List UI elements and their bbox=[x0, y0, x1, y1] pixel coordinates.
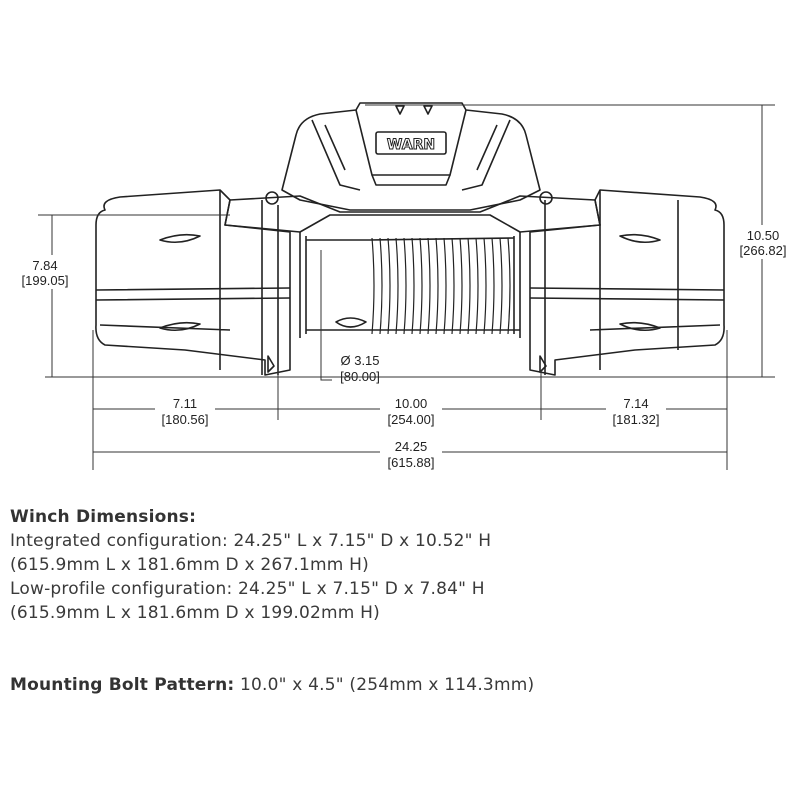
left-offset-in: 7.11 bbox=[173, 396, 197, 411]
winch-outline bbox=[95, 102, 725, 376]
left-offset-mm: [180.56] bbox=[162, 412, 209, 427]
winch-dimension-drawing: WARN 7.84 [199.05] 10.50 [266.82] Ø 3.15… bbox=[21, 102, 791, 470]
integrated-config-metric: (615.9mm L x 181.6mm D x 267.1mm H) bbox=[10, 555, 369, 575]
mounting-bolt-pattern: Mounting Bolt Pattern: 10.0" x 4.5" (254… bbox=[10, 675, 534, 695]
bolt-spacing-mm: [254.00] bbox=[388, 412, 435, 427]
right-offset-mm: [181.32] bbox=[613, 412, 660, 427]
low-profile-config-imperial: Low-profile configuration: 24.25" L x 7.… bbox=[10, 579, 485, 599]
low-profile-config-metric: (615.9mm L x 181.6mm D x 199.02mm H) bbox=[10, 603, 380, 623]
mounting-bolt-label: Mounting Bolt Pattern: bbox=[10, 675, 235, 695]
height-total-in: 10.50 bbox=[747, 228, 780, 243]
drum-diameter-mm: [80.00] bbox=[340, 369, 380, 384]
right-offset-in: 7.14 bbox=[623, 396, 648, 411]
mounting-bolt-value: 10.0" x 4.5" (254mm x 114.3mm) bbox=[234, 675, 535, 695]
winch-dimensions-title: Winch Dimensions: bbox=[10, 507, 197, 527]
drum-rope-coils bbox=[371, 237, 511, 335]
height-total-mm: [266.82] bbox=[740, 243, 787, 258]
drum-diameter-in: Ø 3.15 bbox=[340, 353, 379, 368]
dimension-labels: 7.84 [199.05] 10.50 [266.82] Ø 3.15 [80.… bbox=[22, 225, 791, 470]
winch-dimensions-section: Winch Dimensions: Integrated configurati… bbox=[10, 505, 491, 625]
integrated-config-imperial: Integrated configuration: 24.25" L x 7.1… bbox=[10, 531, 492, 551]
overall-length-mm: [615.88] bbox=[388, 455, 435, 470]
overall-length-in: 24.25 bbox=[395, 439, 428, 454]
height-low-in: 7.84 bbox=[32, 258, 57, 273]
height-low-mm: [199.05] bbox=[22, 273, 69, 288]
warn-logo: WARN bbox=[387, 137, 435, 153]
bolt-spacing-in: 10.00 bbox=[395, 396, 428, 411]
